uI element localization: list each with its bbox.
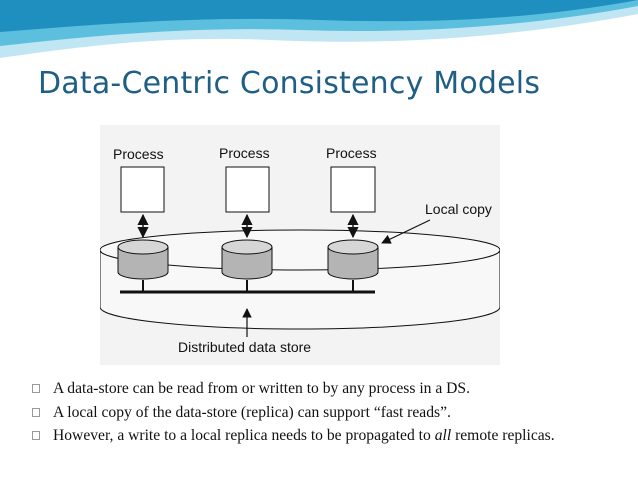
data-store-disk-body: [100, 250, 500, 330]
local-copy-cylinder-2: [221, 239, 273, 280]
bullet-text-prefix: However, a write to a local replica need…: [53, 427, 435, 444]
process-box-3: [330, 166, 376, 213]
data-store-disk-top: [100, 229, 500, 271]
slide-title: Data-Centric Consistency Models: [38, 66, 541, 101]
wave-highlight: [0, 15, 638, 61]
consistency-diagram: Process Process Process Local copy Distr…: [100, 125, 500, 365]
process-label-3: Process: [326, 145, 377, 161]
bullet-item: A data-store can be read from or written…: [32, 377, 555, 401]
data-store-label: Distributed data store: [178, 339, 311, 355]
local-copy-cylinder-3: [327, 239, 379, 280]
bullet-text: A data-store can be read from or written…: [53, 380, 471, 397]
local-copy-label: Local copy: [425, 201, 492, 217]
local-copy-pointer-arrow: [381, 219, 431, 244]
bullet-text: A local copy of the data-store (replica)…: [53, 403, 451, 421]
bullet-list: A data-store can be read from or written…: [32, 377, 555, 448]
wave-dark: [0, 0, 638, 32]
process-label-1: Process: [113, 146, 164, 162]
bullet-item: A local copy of the data-store (replica)…: [32, 401, 555, 425]
bullet-item: However, a write to a local replica need…: [32, 424, 555, 448]
process-label-2: Process: [219, 145, 270, 161]
bullet-text-suffix: remote replicas.: [451, 427, 555, 444]
square-bullet-icon: [32, 407, 40, 417]
local-copy-cylinder-1: [117, 239, 169, 280]
process-box-2: [225, 166, 270, 213]
square-bullet-icon: [32, 431, 40, 440]
bullet-emphasis: all: [434, 427, 452, 444]
square-bullet-icon: [32, 384, 40, 393]
process-box-1: [120, 166, 165, 213]
header-wave-decoration: [0, 0, 638, 61]
